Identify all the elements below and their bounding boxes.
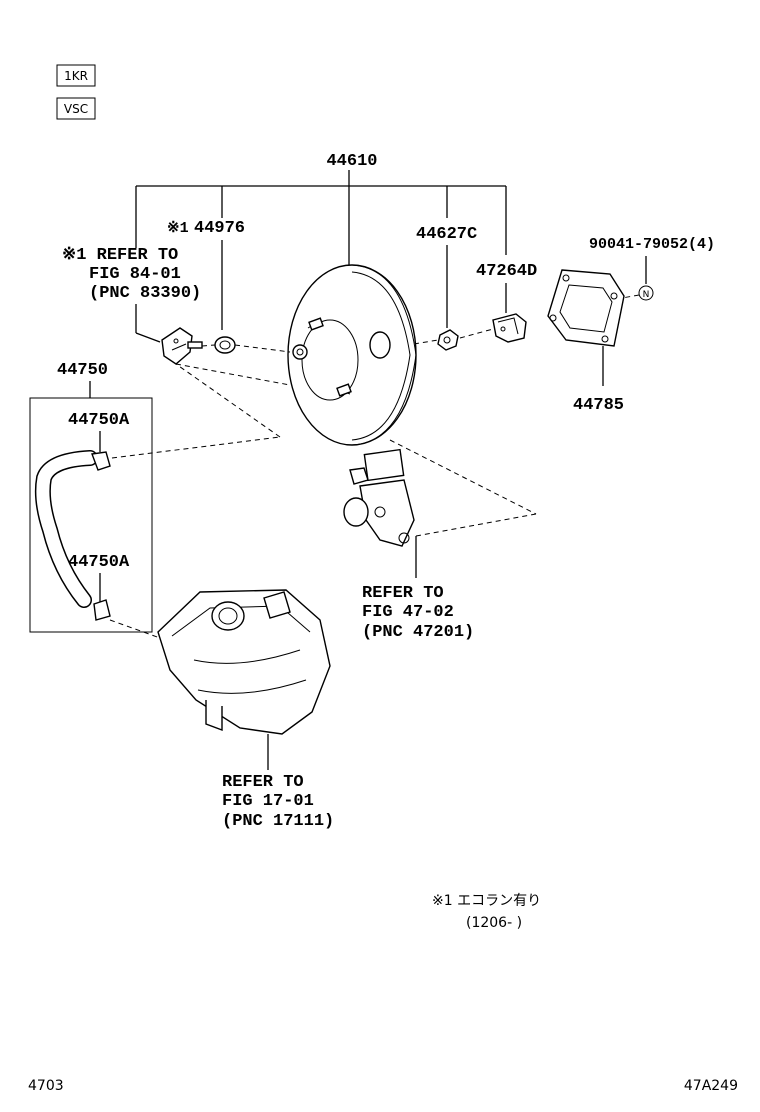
ref1-line3: (PNC 83390) bbox=[89, 284, 201, 303]
ref1-line1: ※1 REFER TO bbox=[62, 246, 178, 265]
ref2-line1: REFER TO bbox=[362, 584, 444, 603]
tag-vsc: VSC bbox=[56, 97, 96, 120]
master-cylinder-part bbox=[343, 448, 415, 547]
check-valve-part bbox=[214, 336, 236, 354]
assembly-leader bbox=[135, 170, 507, 270]
ref2-line3: (PNC 47201) bbox=[362, 623, 474, 642]
part-47264d-label: 47264D bbox=[476, 262, 537, 281]
part-44610-label: 44610 bbox=[326, 152, 377, 171]
footnote-line2: (1206- ) bbox=[466, 915, 522, 931]
ref3-line2: FIG 17-01 bbox=[222, 792, 314, 811]
n-marker: N bbox=[638, 285, 654, 301]
tag-1kr: 1KR bbox=[56, 64, 96, 87]
tag-1kr-label: 1KR bbox=[64, 69, 88, 83]
hose-group-frame bbox=[29, 397, 153, 633]
tag-vsc-label: VSC bbox=[64, 102, 88, 116]
brake-booster bbox=[287, 264, 417, 446]
part-44627c-label: 44627C bbox=[416, 225, 477, 244]
clip-lower-label: 44750A bbox=[68, 553, 130, 572]
ref3-line1: REFER TO bbox=[222, 773, 304, 792]
ref1-line2: FIG 84-01 bbox=[89, 265, 181, 284]
sensor-part bbox=[161, 327, 203, 365]
gasket bbox=[547, 269, 625, 347]
part-44750-label: 44750 bbox=[57, 361, 108, 380]
ref3-line3: (PNC 17111) bbox=[222, 812, 334, 831]
vacuum-hose bbox=[34, 450, 98, 608]
part-44976-label: 44976 bbox=[194, 219, 245, 238]
ref2-line2: FIG 47-02 bbox=[362, 603, 454, 622]
footnote-line1: ※1 エコラン有り bbox=[432, 893, 541, 909]
clip-lower-part bbox=[93, 599, 111, 621]
intake-manifold-part bbox=[157, 589, 331, 735]
bracket-part bbox=[492, 313, 527, 343]
nut-left-part bbox=[437, 329, 459, 351]
clip-upper-label: 44750A bbox=[68, 411, 130, 430]
part-44785-label: 44785 bbox=[573, 396, 624, 415]
check-valve-mark: ※1 bbox=[167, 220, 189, 237]
footer-left: 4703 bbox=[28, 1078, 64, 1094]
footer-right: 47A249 bbox=[684, 1078, 738, 1094]
n-marker-letter: N bbox=[643, 290, 650, 300]
part-90041-label: 90041-79052(4) bbox=[589, 236, 715, 253]
clip-upper-part bbox=[91, 451, 111, 471]
